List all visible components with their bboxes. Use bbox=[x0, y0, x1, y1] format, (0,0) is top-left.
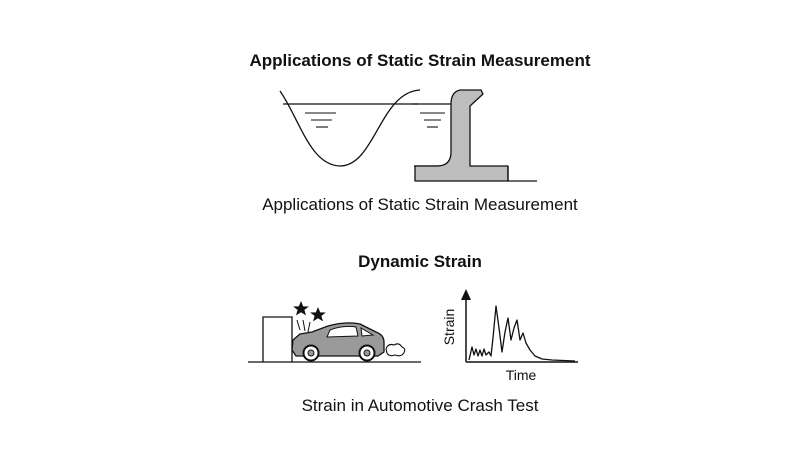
wall-right-ground bbox=[507, 166, 537, 182]
strain-signal-line bbox=[468, 305, 576, 362]
dynamic-caption: Strain in Automotive Crash Test bbox=[301, 396, 539, 415]
barrier-wall bbox=[262, 316, 293, 362]
dynamic-section-title: Dynamic Strain bbox=[358, 252, 482, 271]
static-caption: Applications of Static Strain Measuremen… bbox=[262, 195, 578, 214]
impact-spark-line bbox=[307, 321, 311, 333]
y-axis-arrow-icon bbox=[461, 289, 471, 300]
static-section-title: Applications of Static Strain Measuremen… bbox=[249, 51, 591, 70]
car-window bbox=[326, 325, 359, 338]
impact-star-icon bbox=[310, 307, 326, 322]
impact-spark-line bbox=[302, 319, 306, 332]
valley-outline bbox=[279, 89, 421, 167]
exhaust-puff-icon bbox=[385, 343, 406, 357]
retaining-wall bbox=[414, 89, 509, 182]
car-front-hub bbox=[307, 349, 315, 357]
car-rear-window bbox=[360, 327, 375, 337]
car-rear-hub bbox=[363, 349, 371, 357]
impact-spark-line bbox=[296, 319, 301, 331]
impact-star-icon bbox=[293, 301, 309, 316]
y-axis-label: Strain bbox=[441, 309, 457, 346]
x-axis-label: Time bbox=[506, 367, 537, 383]
